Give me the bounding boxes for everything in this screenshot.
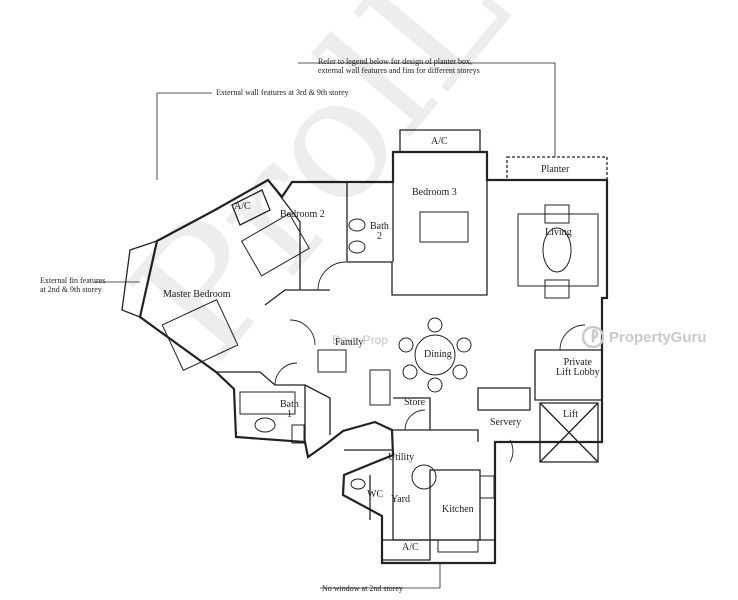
room-label-bath-1: Bath 1 bbox=[280, 400, 299, 420]
room-label-ac-top: A/C bbox=[431, 136, 448, 147]
room-label-private-lift-lobby: Private Lift Lobby bbox=[556, 358, 600, 378]
room-label-dining: Dining bbox=[424, 349, 452, 360]
room-label-servery: Servery bbox=[490, 417, 522, 428]
private-lift-lobby-line-2: Lift Lobby bbox=[556, 367, 600, 378]
room-label-ac-left: A/C bbox=[234, 201, 251, 212]
fin-features-note: External fin features at 2nd & 9th store… bbox=[40, 276, 105, 294]
bath-1-line-2: 1 bbox=[286, 409, 292, 420]
room-label-bedroom-3: Bedroom 3 bbox=[412, 187, 457, 198]
interior-walls bbox=[121, 129, 608, 561]
furniture bbox=[161, 204, 599, 553]
propertyguru-text: PropertyGuru bbox=[609, 328, 707, 346]
exterior-walls bbox=[138, 150, 609, 565]
bath-2-line-1: Bath bbox=[370, 221, 389, 232]
doors bbox=[274, 261, 586, 463]
room-label-yard: Yard bbox=[391, 494, 410, 505]
room-label-lift: Lift bbox=[563, 409, 578, 420]
room-label-bedroom-2: Bedroom 2 bbox=[280, 209, 325, 220]
room-label-master-bedroom: Master Bedroom bbox=[163, 289, 231, 300]
room-label-store: Store bbox=[404, 397, 426, 408]
room-label-bath-2: Bath 2 bbox=[370, 222, 389, 242]
no-window-note: No window at 2nd storey bbox=[322, 584, 403, 593]
room-label-utility: Utility bbox=[388, 452, 415, 463]
planter-legend-line-2: external wall features and fins for diff… bbox=[318, 66, 480, 76]
planter-legend-line-1: Refer to legend below for design of plan… bbox=[318, 57, 472, 66]
bath-1-line-1: Bath bbox=[280, 399, 299, 410]
private-lift-lobby-line-1: Private bbox=[563, 357, 592, 368]
wall-features-note: External wall features at 3rd & 9th stor… bbox=[216, 88, 349, 97]
room-label-ac-bottom: A/C bbox=[402, 542, 419, 553]
propertyguru-watermark: PropertyGuru bbox=[582, 326, 707, 348]
room-label-kitchen: Kitchen bbox=[442, 504, 474, 515]
leader-lines bbox=[95, 62, 556, 589]
room-label-family: Family bbox=[335, 337, 364, 348]
room-label-planter: Planter bbox=[541, 164, 570, 175]
propertyguru-logo-icon bbox=[582, 326, 604, 348]
room-label-living: Living bbox=[545, 227, 572, 238]
fin-features-line-2: at 2nd & 9th storey bbox=[40, 285, 102, 295]
center-watermark: Beve Prop bbox=[332, 333, 389, 347]
bath-2-line-2: 2 bbox=[376, 231, 382, 242]
room-label-wc: WC bbox=[367, 489, 384, 500]
fin-features-line-1: External fin features bbox=[40, 276, 106, 285]
planter-legend-note: Refer to legend below for design of plan… bbox=[318, 57, 480, 75]
